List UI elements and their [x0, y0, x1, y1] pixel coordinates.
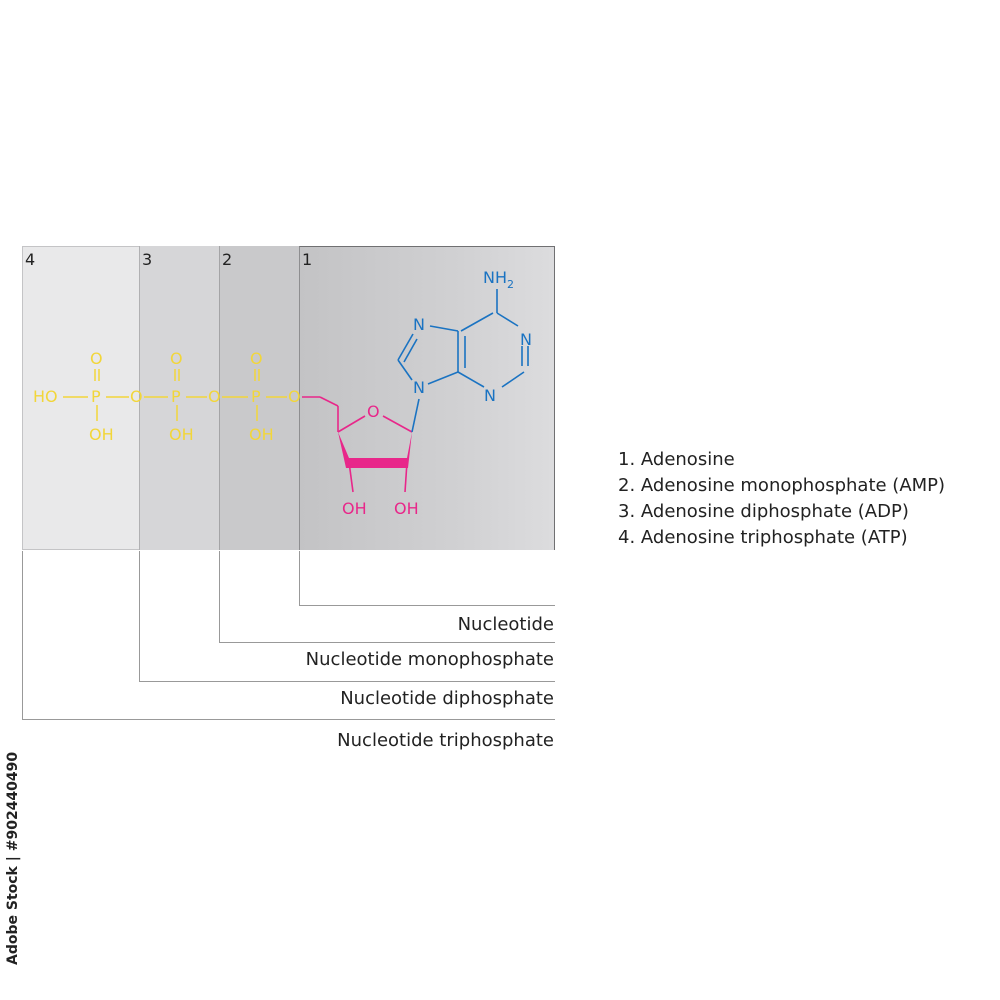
nitrogen-9: N [413, 378, 425, 397]
phosphorus-2: P [171, 387, 181, 406]
region-number-1: 1 [302, 250, 313, 269]
oxo-oxygen-1: O [90, 349, 103, 368]
ring-oxygen: O [367, 402, 380, 421]
label-nucleotide: Nucleotide [457, 614, 554, 635]
legend-item-atp: 4. Adenosine triphosphate (ATP) [618, 527, 908, 548]
oxo-oxygen-2: O [170, 349, 183, 368]
terminal-ho-label: HO [33, 387, 58, 406]
hydroxyl-3prime: OH [394, 499, 419, 518]
hydroxyl-2prime: OH [342, 499, 367, 518]
nitrogen-7: N [413, 315, 425, 334]
bracket-nucleotide-diphosphate [139, 551, 555, 682]
phosphorus-3: P [251, 387, 261, 406]
legend-item-amp: 2. Adenosine monophosphate (AMP) [618, 475, 946, 496]
region-number-2: 2 [222, 250, 233, 269]
bridge-oxygen-1: O [130, 387, 143, 406]
region-number-3: 3 [142, 250, 153, 269]
bracket-nucleotide-triphosphate [22, 551, 555, 720]
oxo-oxygen-3: O [250, 349, 263, 368]
amine-label: NH2 [483, 268, 514, 291]
legend-item-adp: 3. Adenosine diphosphate (ADP) [618, 501, 909, 522]
label-nucleotide-diphosphate: Nucleotide diphosphate [340, 688, 554, 709]
stock-credit: Adobe Stock | #902440490 [5, 751, 21, 965]
region-adenosine [299, 246, 555, 550]
adenine-base: NH2 N N N N [397, 268, 532, 405]
phosphate-chain: HO P O OH O P O OH O P O OH O [33, 349, 301, 444]
phosphorus-1: P [91, 387, 101, 406]
bracket-nucleotide-monophosphate [219, 551, 555, 643]
label-nucleotide-monophosphate: Nucleotide monophosphate [305, 649, 554, 670]
nitrogen-3: N [484, 386, 496, 405]
hydroxyl-p2: OH [169, 425, 194, 444]
label-nucleotide-triphosphate: Nucleotide triphosphate [337, 730, 554, 751]
hydroxyl-p3: OH [249, 425, 274, 444]
legend: 1. Adenosine 2. Adenosine monophosphate … [618, 447, 945, 551]
nitrogen-1: N [520, 330, 532, 349]
region-number-4: 4 [25, 250, 36, 269]
legend-item-adenosine: 1. Adenosine [618, 449, 735, 470]
ester-oxygen: O [288, 387, 301, 406]
bracket-nucleotide [299, 551, 555, 606]
hydroxyl-p1: OH [89, 425, 114, 444]
ribose-sugar: O OH OH [302, 396, 420, 518]
bridge-oxygen-2: O [208, 387, 221, 406]
